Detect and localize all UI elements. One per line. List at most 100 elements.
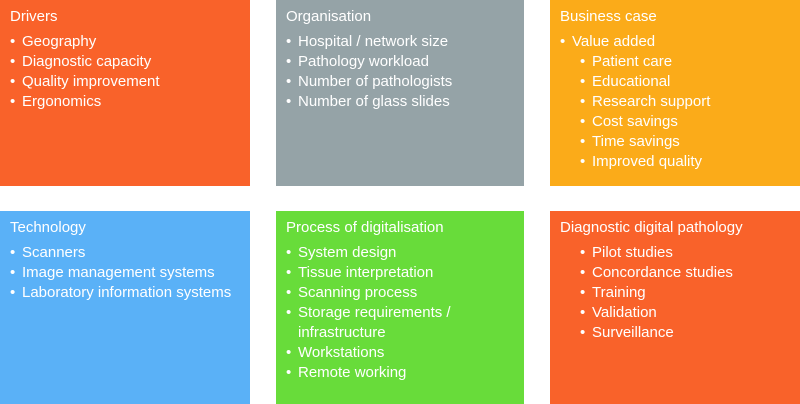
- list-item-text: Workstations: [298, 344, 385, 361]
- bullet-icon: •: [10, 284, 16, 301]
- bullet-icon: •: [286, 344, 292, 361]
- bullet-icon: •: [580, 324, 586, 341]
- list-item: •Storage requirements / infrastructure: [286, 303, 514, 343]
- bullet-icon: •: [286, 33, 292, 50]
- list-item: • Pilot studies: [560, 243, 790, 263]
- list-item-text: System design: [298, 244, 397, 261]
- list-item-text: Validation: [592, 304, 657, 321]
- bullet-icon: •: [10, 73, 16, 90]
- bullet-icon: •: [580, 304, 586, 321]
- list-item-text: Laboratory information systems: [22, 284, 232, 301]
- list-item-text: Scanners: [22, 244, 86, 261]
- bullet-icon: •: [10, 93, 16, 110]
- organisation-list: • Hospital / network size • Pathology workl…: [286, 32, 514, 112]
- list-item: • Surveillance: [560, 323, 790, 343]
- list-item: • Tissue interpretation: [286, 263, 514, 283]
- list-item: • Improved quality: [560, 152, 790, 172]
- bullet-icon: •: [580, 264, 586, 281]
- bullet-icon: •: [286, 364, 292, 381]
- list-item-text: Diagnostic capacity: [22, 53, 152, 70]
- bullet-icon: •: [10, 244, 16, 261]
- technology-title: Technology: [10, 219, 86, 236]
- organisation-box: Organisation • Hospital / network size • Pa…: [276, 0, 524, 186]
- list-item-text: Hospital / network size: [298, 33, 449, 50]
- process-title: Process of digitalisation: [286, 219, 444, 236]
- list-item-text: Ergonomics: [22, 93, 102, 110]
- organisation-title: Organisation: [286, 8, 372, 25]
- bullet-icon: •: [286, 53, 292, 70]
- list-item: • Educational: [560, 72, 790, 92]
- bullet-icon: •: [580, 153, 586, 170]
- bullet-icon: •: [580, 93, 586, 110]
- process-box: Process of digitalisation • System design…: [276, 211, 524, 404]
- list-item-text: Patient care: [592, 53, 673, 70]
- list-item-text: Cost savings: [592, 113, 678, 130]
- list-item: • Remote working: [286, 363, 514, 383]
- list-item: •Concordance studies: [560, 263, 790, 283]
- list-item: • System design: [286, 243, 514, 263]
- bullet-icon: •: [560, 33, 566, 50]
- list-item: • Scanners: [10, 243, 240, 263]
- list-item: • Quality improvement: [10, 72, 240, 92]
- list-item: • Pathology workload: [286, 52, 514, 72]
- list-item: • Laboratory information systems: [10, 283, 240, 303]
- process-list: • System design • Tissue interpretation • Sca…: [286, 243, 514, 383]
- list-item: • Number of pathologists: [286, 72, 514, 92]
- list-item: • Geography: [10, 32, 240, 52]
- list-item-text: Number of pathologists: [298, 73, 453, 90]
- list-item: • Ergonomics: [10, 92, 240, 112]
- bullet-icon: •: [580, 284, 586, 301]
- list-item-text: Educational: [592, 73, 671, 90]
- bullet-icon: •: [286, 73, 292, 90]
- list-item-text: Surveillance: [592, 324, 674, 341]
- list-item-text: Storage requirements / infrastructure: [298, 304, 451, 341]
- list-item: • Cost savings: [560, 112, 790, 132]
- bullet-icon: •: [286, 284, 292, 301]
- list-item-text: Pathology workload: [298, 53, 429, 70]
- list-item-text: Quality improvement: [22, 73, 160, 90]
- bullet-icon: •: [580, 73, 586, 90]
- bullet-icon: •: [10, 264, 16, 281]
- bullet-icon: •: [10, 33, 16, 50]
- list-item-text: Tissue interpretation: [298, 264, 434, 281]
- bullet-icon: •: [580, 113, 586, 130]
- diagnostic-title: Diagnostic digital pathology: [560, 219, 743, 236]
- bullet-icon: •: [580, 133, 586, 150]
- list-item-text: Image management systems: [22, 264, 215, 281]
- bullet-icon: •: [286, 244, 292, 261]
- list-item: • Time savings: [560, 132, 790, 152]
- list-item: • Value added: [560, 32, 790, 52]
- list-item: • Workstations: [286, 343, 514, 363]
- list-item-text: Scanning process: [298, 284, 418, 301]
- drivers-title: Drivers: [10, 8, 58, 25]
- list-item: • Image management systems: [10, 263, 240, 283]
- diagnostic-box: Diagnostic digital pathology • Pilot stud…: [550, 211, 800, 404]
- list-item-text: Pilot studies: [592, 244, 673, 261]
- bullet-icon: •: [286, 264, 292, 281]
- list-item-text: Remote working: [298, 364, 407, 381]
- business-case-title: Business case: [560, 8, 657, 25]
- list-item-text: Research support: [592, 93, 711, 110]
- bullet-icon: •: [286, 93, 292, 110]
- list-item: • Scanning process: [286, 283, 514, 303]
- bullet-icon: •: [10, 53, 16, 70]
- list-item-text: Improved quality: [592, 153, 703, 170]
- diagnostic-list: •Pilot studies•Concordance studies•Train…: [560, 243, 790, 343]
- drivers-box: Drivers • Geography • Diagnostic capacity • Q…: [0, 0, 250, 186]
- list-item: • Patient care: [560, 52, 790, 72]
- bullet-icon: •: [580, 244, 586, 261]
- list-item-text: Geography: [22, 33, 97, 50]
- list-item: • Diagnostic capacity: [10, 52, 240, 72]
- business-case-box: Business case •Value added•Patient care•…: [550, 0, 800, 186]
- list-item: • Training: [560, 283, 790, 303]
- business-case-list: • Value added • Patient care • Educational • Re…: [560, 32, 790, 172]
- list-item: • Validation: [560, 303, 790, 323]
- list-item-text: Training: [592, 284, 646, 301]
- bullet-icon: •: [580, 53, 586, 70]
- list-item-text: Value added: [572, 33, 656, 50]
- technology-box: Technology • Scanners • Image management sy…: [0, 211, 250, 404]
- list-item: • Hospital / network size: [286, 32, 514, 52]
- list-item: • Research support: [560, 92, 790, 112]
- list-item-text: Time savings: [592, 133, 680, 150]
- technology-list: • Scanners • Image management systems • Labor…: [10, 243, 240, 303]
